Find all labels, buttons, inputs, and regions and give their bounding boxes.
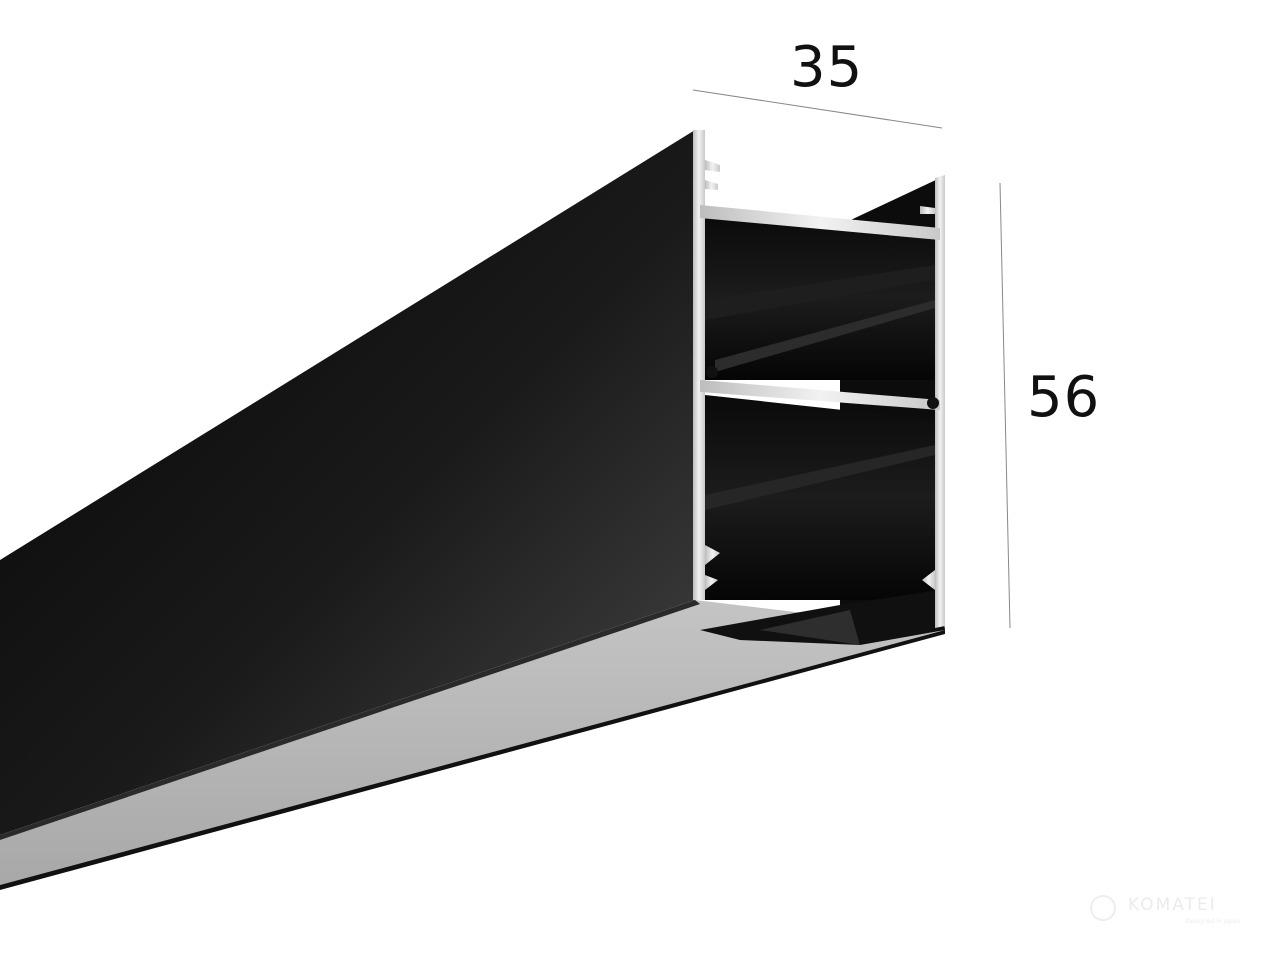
brand-logo-icon: [1090, 895, 1116, 921]
brand-watermark: KOMATEI Designed in Japan: [1086, 893, 1256, 933]
watermark-tagline: Designed in Japan: [1186, 918, 1241, 925]
screw-channel-right: [927, 397, 939, 409]
height-dimension-label: 56: [1027, 365, 1101, 430]
lower-cavity: [705, 395, 935, 600]
watermark-brand: KOMATEI: [1128, 895, 1217, 915]
width-dimension-label: 35: [790, 35, 864, 100]
height-dimension-line: [999, 182, 1011, 629]
width-dimension-line: [692, 89, 943, 129]
aluminium-cross-section: [693, 130, 945, 628]
diffuser-strip: [0, 600, 945, 885]
screw-channel-left: [706, 366, 718, 378]
